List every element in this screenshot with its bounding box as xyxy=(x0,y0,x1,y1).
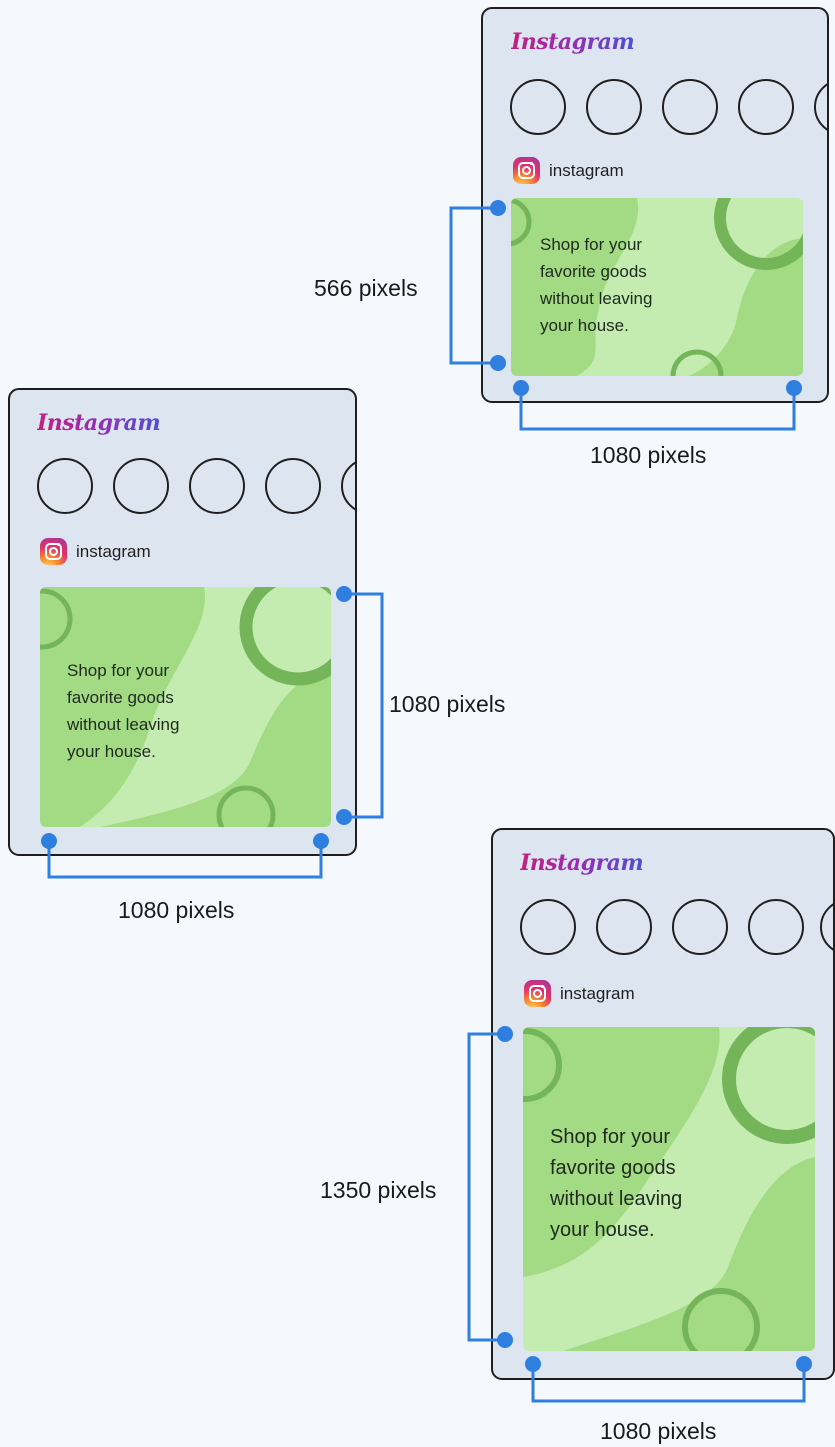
width-label: 1080 pixels xyxy=(118,897,235,923)
account-name: instagram xyxy=(560,983,635,1003)
story-circle xyxy=(738,79,794,135)
story-circle xyxy=(662,79,718,135)
phone-mockup-landscape: Instagram instagram Shop for your favori… xyxy=(481,7,829,403)
story-circle xyxy=(820,899,833,955)
instagram-glyph-icon xyxy=(513,157,540,184)
account-name: instagram xyxy=(549,160,624,180)
post-caption: Shop for your favorite goods without lea… xyxy=(540,235,653,335)
post-image-square: Shop for your favorite goods without lea… xyxy=(40,587,331,827)
height-label: 1350 pixels xyxy=(320,1177,437,1203)
story-circle xyxy=(189,458,245,514)
width-label: 1080 pixels xyxy=(600,1418,717,1444)
phone-mockup-portrait: Instagram instagram Shop for your favori… xyxy=(491,828,835,1380)
post-caption: Shop for your favorite goods without lea… xyxy=(550,1126,683,1241)
story-circle xyxy=(510,79,566,135)
story-circle xyxy=(520,899,576,955)
account-name: instagram xyxy=(76,541,151,561)
instagram-logo: Instagram xyxy=(37,410,161,436)
instagram-glyph-icon xyxy=(524,980,551,1007)
instagram-glyph-icon xyxy=(40,538,67,565)
story-circle xyxy=(814,79,827,135)
story-circle xyxy=(265,458,321,514)
story-circle xyxy=(672,899,728,955)
account-row: instagram xyxy=(513,157,624,184)
story-circle xyxy=(586,79,642,135)
account-row: instagram xyxy=(40,538,151,565)
width-label: 1080 pixels xyxy=(590,442,707,468)
height-label: 1080 pixels xyxy=(389,691,506,717)
account-row: instagram xyxy=(524,980,635,1007)
story-circle xyxy=(596,899,652,955)
instagram-logo: Instagram xyxy=(520,850,644,876)
post-image-landscape: Shop for your favorite goods without lea… xyxy=(511,198,803,376)
height-label: 566 pixels xyxy=(314,275,418,301)
post-image-portrait: Shop for your favorite goods without lea… xyxy=(523,1027,815,1351)
instagram-logo: Instagram xyxy=(511,29,635,55)
story-circle xyxy=(37,458,93,514)
story-circle xyxy=(748,899,804,955)
story-circle xyxy=(113,458,169,514)
post-caption: Shop for your favorite goods without lea… xyxy=(67,661,180,761)
phone-mockup-square: Instagram instagram Shop for your favori… xyxy=(8,388,357,856)
story-circle xyxy=(341,458,355,514)
